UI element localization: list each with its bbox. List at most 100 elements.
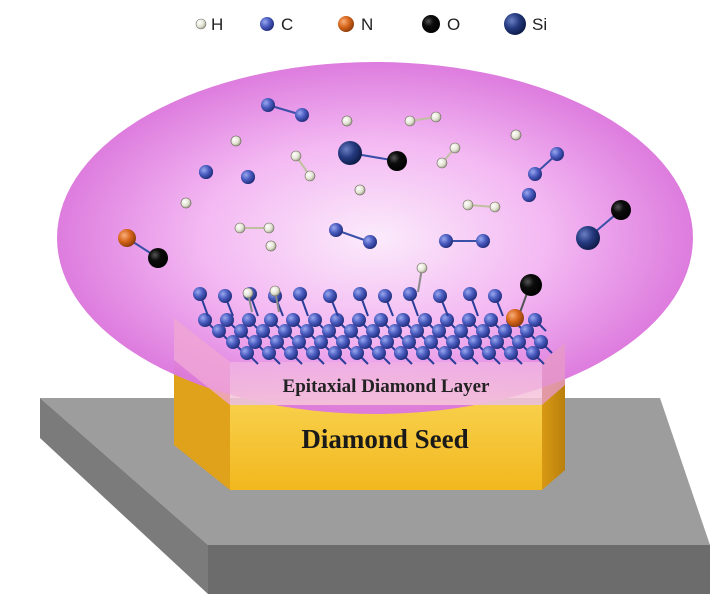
legend-c-label: C bbox=[281, 15, 293, 34]
epitaxial-front-face bbox=[230, 362, 542, 405]
c-atom bbox=[504, 346, 518, 360]
h-atom bbox=[234, 222, 246, 234]
legend-si-icon bbox=[504, 13, 526, 35]
c-atom bbox=[484, 313, 498, 327]
epitaxial-left-face bbox=[174, 318, 230, 405]
c-atom bbox=[416, 346, 430, 360]
c-atom bbox=[240, 346, 254, 360]
c-atom bbox=[270, 335, 284, 349]
legend-n-icon bbox=[338, 16, 354, 32]
c-atom bbox=[396, 313, 410, 327]
c-atom bbox=[199, 165, 213, 179]
c-atom bbox=[264, 313, 278, 327]
legend-o-icon bbox=[422, 15, 440, 33]
c-atom bbox=[314, 335, 328, 349]
c-atom bbox=[482, 346, 496, 360]
c-atom bbox=[363, 235, 377, 249]
c-atom bbox=[323, 289, 337, 303]
h-atom bbox=[180, 197, 192, 209]
h-atom bbox=[290, 150, 302, 162]
c-atom bbox=[446, 335, 460, 349]
c-atom bbox=[528, 313, 542, 327]
legend-c-icon bbox=[260, 17, 274, 31]
c-atom bbox=[424, 335, 438, 349]
c-atom bbox=[454, 324, 468, 338]
c-atom bbox=[512, 335, 526, 349]
c-atom bbox=[463, 287, 477, 301]
c-atom bbox=[278, 324, 292, 338]
c-atom bbox=[460, 346, 474, 360]
epitaxial-side-face bbox=[542, 343, 565, 405]
h-atom bbox=[230, 135, 242, 147]
c-atom bbox=[353, 287, 367, 301]
c-atom bbox=[528, 167, 542, 181]
c-atom bbox=[212, 324, 226, 338]
c-atom bbox=[498, 324, 512, 338]
c-atom bbox=[284, 346, 298, 360]
c-atom bbox=[388, 324, 402, 338]
c-atom bbox=[256, 324, 270, 338]
c-atom bbox=[418, 313, 432, 327]
c-atom bbox=[308, 313, 322, 327]
c-atom bbox=[394, 346, 408, 360]
h-atom bbox=[430, 111, 442, 123]
c-atom bbox=[439, 234, 453, 248]
c-atom bbox=[300, 324, 314, 338]
c-atom bbox=[226, 335, 240, 349]
h-atom bbox=[263, 222, 275, 234]
c-atom bbox=[366, 324, 380, 338]
c-atom bbox=[295, 108, 309, 122]
c-atom bbox=[330, 313, 344, 327]
c-atom bbox=[193, 287, 207, 301]
c-atom bbox=[198, 313, 212, 327]
substrate-left-face bbox=[40, 398, 208, 594]
o-atom bbox=[611, 200, 631, 220]
legend-si-label: Si bbox=[532, 15, 547, 34]
c-atom bbox=[468, 335, 482, 349]
gas-phase-species bbox=[118, 98, 631, 268]
c-atom bbox=[526, 346, 540, 360]
epitaxial-layer-label: Epitaxial Diamond Layer bbox=[283, 376, 490, 397]
h-atom bbox=[341, 115, 353, 127]
n-atom bbox=[506, 309, 524, 327]
c-atom bbox=[534, 335, 548, 349]
c-atom bbox=[374, 313, 388, 327]
c-atom bbox=[262, 346, 276, 360]
si-atom bbox=[576, 226, 600, 250]
c-atom bbox=[522, 188, 536, 202]
legend-h-icon bbox=[195, 18, 207, 30]
c-atom bbox=[220, 313, 234, 327]
h-atom bbox=[354, 184, 366, 196]
c-atom bbox=[242, 313, 256, 327]
c-atom bbox=[352, 313, 366, 327]
c-atom bbox=[372, 346, 386, 360]
h-atom bbox=[416, 262, 428, 274]
c-atom bbox=[248, 335, 262, 349]
h-atom bbox=[462, 199, 474, 211]
c-atom bbox=[286, 313, 300, 327]
c-atom bbox=[462, 313, 476, 327]
c-atom bbox=[432, 324, 446, 338]
c-atom bbox=[488, 289, 502, 303]
c-atom bbox=[358, 335, 372, 349]
c-atom bbox=[350, 346, 364, 360]
c-atom bbox=[433, 289, 447, 303]
c-atom bbox=[378, 289, 392, 303]
c-atom bbox=[490, 335, 504, 349]
c-atom bbox=[403, 287, 417, 301]
epitaxial-diamond-layer bbox=[174, 318, 565, 405]
diamond-seed-label: Diamond Seed bbox=[301, 424, 468, 454]
substrate-front-face bbox=[208, 545, 710, 594]
legend-o-label: O bbox=[447, 15, 460, 34]
c-atom bbox=[476, 324, 490, 338]
c-atom bbox=[234, 324, 248, 338]
legend-n-label: N bbox=[361, 15, 373, 34]
c-atom bbox=[241, 170, 255, 184]
h-atom bbox=[265, 240, 277, 252]
atom-legend: H C N O Si bbox=[195, 13, 547, 35]
h-atom bbox=[436, 157, 448, 169]
c-atom bbox=[306, 346, 320, 360]
diamond-lattice-surface bbox=[193, 262, 553, 365]
h-atom bbox=[449, 142, 461, 154]
